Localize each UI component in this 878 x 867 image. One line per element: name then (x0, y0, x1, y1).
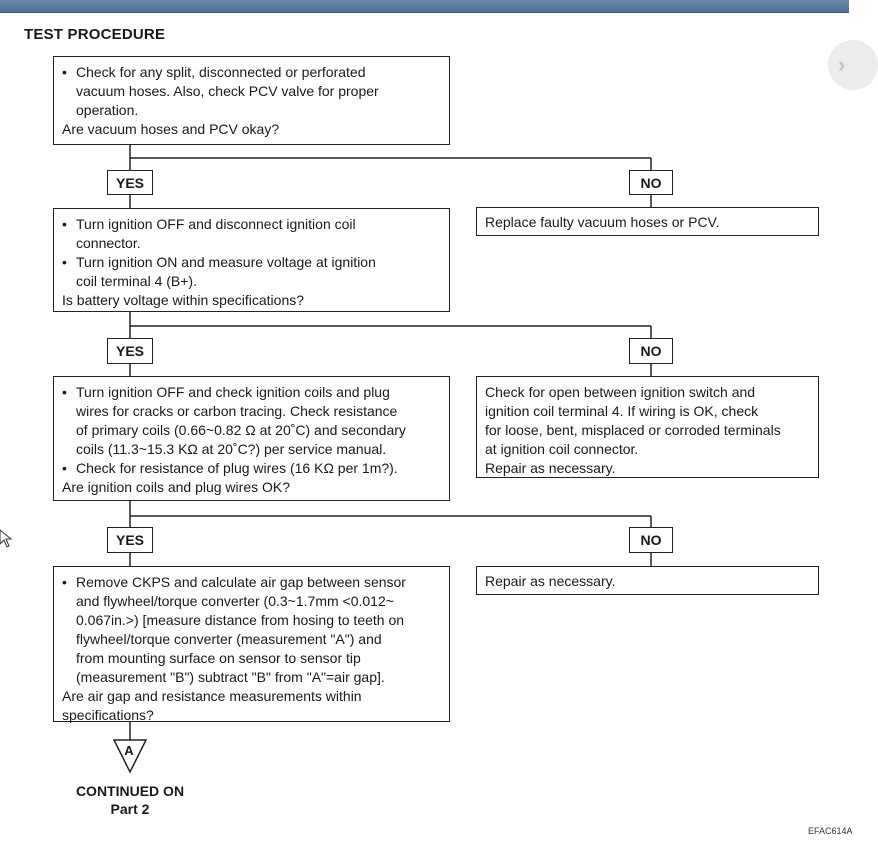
no-label: NO (629, 527, 673, 553)
no-action-box-2: Check for open between ignition switch a… (476, 376, 819, 478)
next-page-button[interactable]: › (828, 40, 878, 90)
step-2-question: Is battery voltage within specifications… (62, 292, 305, 308)
step-1-bullet-1: Check for any split, disconnected or per… (62, 63, 445, 120)
step-3-bullet-1: Turn ignition OFF and check ignition coi… (62, 383, 445, 459)
yes-label: YES (107, 527, 153, 553)
mouse-cursor-icon (0, 529, 13, 548)
step-1-box: Check for any split, disconnected or per… (53, 56, 450, 145)
no-action-box-3: Repair as necessary. (476, 566, 819, 595)
step-2-bullet-2: Turn ignition ON and measure voltage at … (62, 253, 445, 291)
no-label: NO (629, 170, 673, 195)
chevron-right-icon: › (838, 52, 846, 77)
no-label: NO (629, 338, 673, 364)
step-4-box: Remove CKPS and calculate air gap betwee… (53, 566, 450, 723)
page-title: TEST PROCEDURE (24, 26, 166, 43)
step-2-box: Turn ignition OFF and disconnect ignitio… (53, 208, 450, 312)
step-4-question: Are air gap and resistance measurements … (62, 688, 362, 723)
step-2-bullet-1: Turn ignition OFF and disconnect ignitio… (62, 215, 445, 253)
offpage-connector-triangle (112, 739, 148, 774)
step-3-box: Turn ignition OFF and check ignition coi… (53, 376, 450, 501)
yes-label: YES (107, 170, 153, 195)
step-4-bullet-1: Remove CKPS and calculate air gap betwee… (62, 573, 445, 687)
no-action-box-1: Replace faulty vacuum hoses or PCV. (476, 207, 819, 236)
step-1-question: Are vacuum hoses and PCV okay? (62, 121, 280, 137)
figure-code: EFAC614A (808, 826, 853, 836)
flow-connectors (112, 145, 652, 774)
window-top-bar (0, 0, 849, 13)
continued-note: CONTINUED ON Part 2 (75, 783, 185, 817)
yes-label: YES (107, 338, 153, 364)
step-3-question: Are ignition coils and plug wires OK? (62, 479, 291, 495)
step-3-bullet-2: Check for resistance of plug wires (16 K… (62, 459, 445, 478)
offpage-connector-letter: A (124, 743, 134, 758)
